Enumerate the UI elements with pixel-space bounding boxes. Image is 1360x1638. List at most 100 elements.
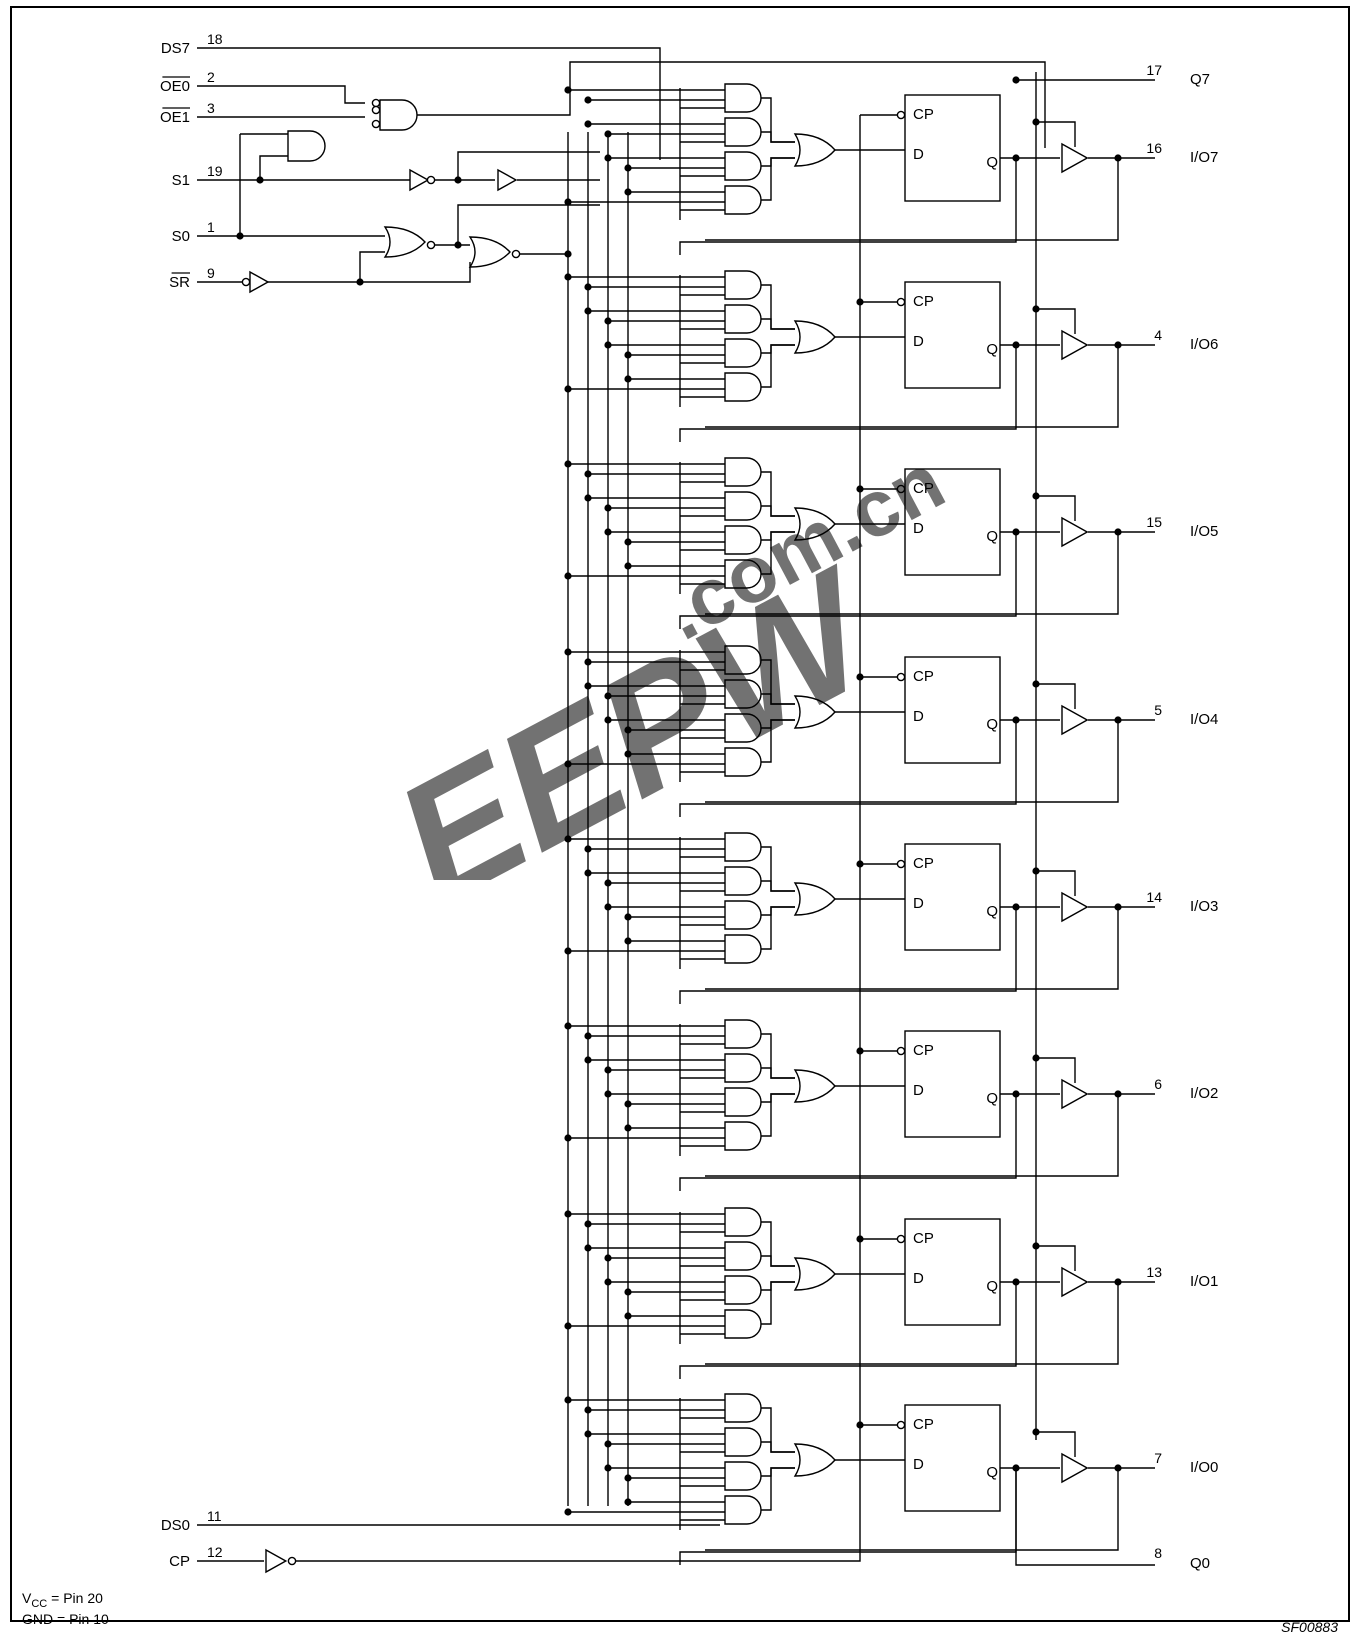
junction-dot (1114, 1278, 1122, 1286)
junction-dot (1114, 716, 1122, 724)
sr-buffer (249, 270, 270, 294)
junction-dot (1032, 492, 1040, 500)
junction-dot (564, 947, 572, 955)
and-gate (724, 645, 762, 675)
output-pin-io4: 5 (1154, 702, 1162, 718)
gnd-note: GND = Pin 10 (22, 1610, 109, 1627)
feedback-wire (679, 345, 1017, 442)
wire (761, 284, 795, 330)
and-gate (724, 900, 762, 930)
junction-dot (564, 1508, 572, 1516)
junction-dot (584, 283, 592, 291)
and-gate (724, 934, 762, 964)
output-label-io4: I/O4 (1190, 711, 1218, 728)
junction-dot (584, 682, 592, 690)
output-label-io7: I/O7 (1190, 149, 1218, 166)
ff-cp-label: CP (913, 293, 934, 310)
ff-q-label: Q (986, 1278, 998, 1295)
flip-flop (904, 1404, 1001, 1512)
and-gate (724, 1275, 762, 1305)
wire (761, 344, 795, 354)
and-gate (724, 559, 762, 589)
wire (761, 1407, 795, 1453)
wire (1036, 121, 1076, 147)
junction-dot (856, 1047, 864, 1055)
junction-dot (604, 879, 612, 887)
junction-dot (356, 278, 364, 286)
junction-dot (236, 232, 244, 240)
junction-dot (584, 845, 592, 853)
output-label-q0: Q0 (1190, 1555, 1210, 1572)
output-pin-io7: 16 (1146, 140, 1162, 156)
output-label-io3: I/O3 (1190, 898, 1218, 915)
junction-dot (564, 1322, 572, 1330)
feedback-wire (679, 532, 1017, 629)
input-label-sr: SR (169, 274, 190, 291)
wire (268, 262, 471, 283)
ff-q-label: Q (986, 1090, 998, 1107)
feedback-wire (679, 1094, 1017, 1191)
junction-dot (604, 341, 612, 349)
junction-dot (1114, 1090, 1122, 1098)
junction-dot (604, 317, 612, 325)
inversion-bubble (287, 1556, 297, 1566)
wire (761, 1467, 795, 1511)
wire (761, 318, 795, 330)
wire (1036, 1431, 1076, 1457)
junction-dot (1114, 903, 1122, 911)
inversion-bubble (511, 249, 521, 259)
junction-dots (236, 76, 1122, 1516)
tristate-buffer (1061, 704, 1089, 736)
and-gate (724, 1207, 762, 1237)
ff-q-label: Q (986, 528, 998, 545)
wire (761, 719, 795, 729)
wire (705, 907, 1119, 990)
and-gate (724, 372, 762, 402)
junction-dot (584, 1032, 592, 1040)
junction-dot (1114, 154, 1122, 162)
wire (761, 1441, 795, 1453)
junction-dot (624, 164, 632, 172)
junction-dot (1012, 154, 1020, 162)
wire (761, 1221, 795, 1267)
ff-cp-label: CP (913, 480, 934, 497)
junction-dot (856, 1235, 864, 1243)
output-pin-io5: 15 (1146, 514, 1162, 530)
clock-bus (296, 115, 861, 1562)
junction-dot (604, 903, 612, 911)
or-gate (793, 1443, 836, 1477)
junction-dot (584, 1406, 592, 1414)
power-pin-note: VCC = Pin 20 GND = Pin 10 (22, 1591, 109, 1627)
and-gate (724, 1241, 762, 1271)
junction-dot (856, 298, 864, 306)
wire (761, 1281, 795, 1291)
junction-dot (584, 658, 592, 666)
output-pin-io1: 13 (1146, 1264, 1162, 1280)
junction-dot (624, 1312, 632, 1320)
input-pin-cp: 12 (207, 1544, 223, 1560)
diagram-frame (10, 6, 1350, 1622)
junction-dot (564, 760, 572, 768)
junction-dot (1032, 867, 1040, 875)
junction-dot (564, 250, 572, 258)
output-pin-io0: 7 (1154, 1450, 1162, 1466)
input-pin-s0: 1 (207, 219, 215, 235)
input-label-s1: S1 (172, 172, 190, 189)
ff-cp-label: CP (913, 106, 934, 123)
clock-bubble (896, 484, 906, 494)
junction-dot (604, 1090, 612, 1098)
feedback-wire (679, 907, 1017, 1004)
figure-id: SF00883 (1281, 1619, 1338, 1635)
ff-cp-label: CP (913, 668, 934, 685)
and-gate (724, 747, 762, 777)
tristate-buffer (1061, 891, 1089, 923)
ff-d-label: D (913, 1270, 924, 1287)
or-gate (793, 882, 836, 916)
wire (705, 532, 1119, 615)
junction-dot (564, 648, 572, 656)
junction-dot (564, 1134, 572, 1142)
input-label-oe1: OE1 (160, 109, 190, 126)
wire (1036, 870, 1076, 896)
output-label-q7: Q7 (1190, 71, 1210, 88)
